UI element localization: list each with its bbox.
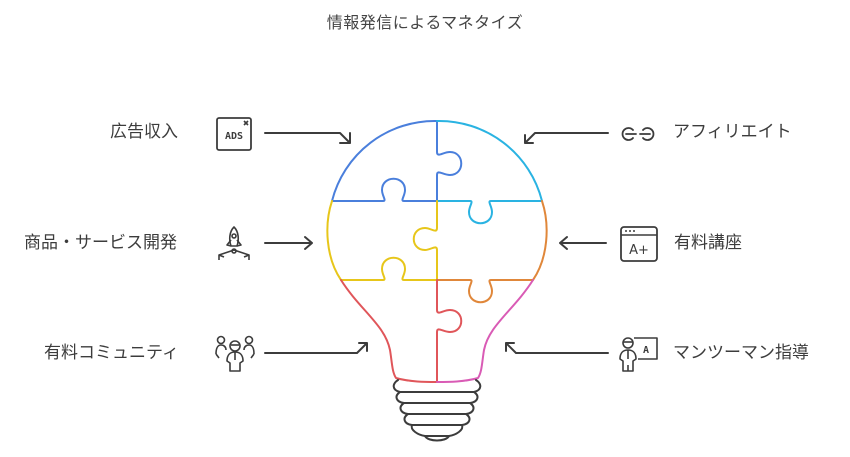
puzzle-piece-bottom-right <box>436 279 534 383</box>
puzzle-piece-top-left <box>331 119 463 202</box>
label-courses: 有料講座 <box>674 233 742 253</box>
puzzle-piece-mid-right <box>436 200 548 304</box>
svg-text:A: A <box>643 345 649 356</box>
label-affiliate: アフィリエイト <box>673 122 792 142</box>
label-community: 有料コミュニティ <box>44 343 179 363</box>
puzzle-piece-bottom-left <box>340 279 463 383</box>
online-course-icon: A+ <box>620 226 658 262</box>
diagram-title: 情報発信によるマネタイズ <box>326 13 524 32</box>
community-group-icon <box>215 335 255 372</box>
arrow-community <box>264 342 368 354</box>
label-products: 商品・サービス開発 <box>24 233 177 253</box>
label-mentoring: マンツーマン指導 <box>673 343 809 363</box>
puzzle-piece-mid-left <box>326 200 438 281</box>
arrow-courses <box>559 236 607 250</box>
label-ads: 広告収入 <box>110 122 178 142</box>
link-icon <box>621 127 655 141</box>
puzzle-piece-top-right <box>436 119 543 225</box>
arrow-products <box>264 236 313 250</box>
rocket-launch-icon <box>218 226 250 260</box>
arrow-affiliate <box>524 132 609 144</box>
bulb-base <box>392 379 482 442</box>
ads-icon: ADS <box>216 117 252 151</box>
teacher-board-icon: A <box>619 337 658 372</box>
arrow-ads <box>264 132 351 144</box>
svg-text:A+: A+ <box>629 243 649 258</box>
svg-text:ADS: ADS <box>225 131 243 142</box>
arrow-mentoring <box>505 342 609 354</box>
